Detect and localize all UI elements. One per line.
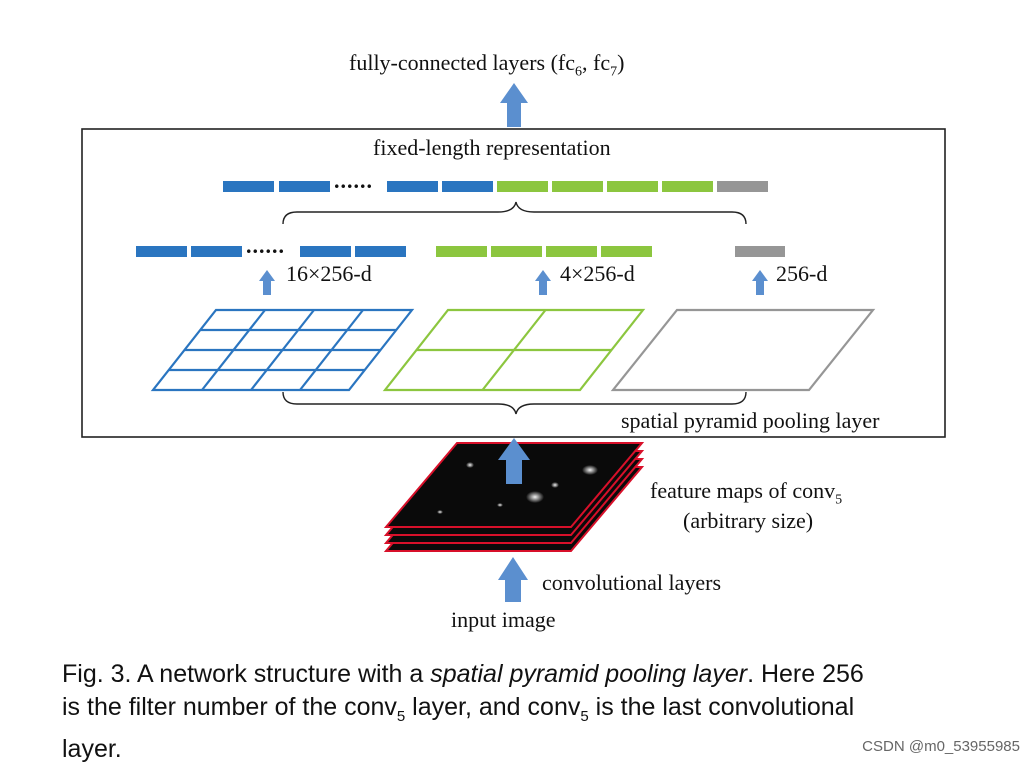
- conv-layers-label: convolutional layers: [542, 570, 722, 595]
- arrow-1-icon: [752, 270, 768, 295]
- spp-box: [81, 128, 946, 438]
- arrow-16-icon: [259, 270, 275, 295]
- level-1-bar: [735, 246, 785, 257]
- feature-maps-label: feature maps of conv5: [650, 478, 843, 508]
- caption-line-1: Fig. 3. A network structure with a spati…: [62, 660, 864, 688]
- arbitrary-size-label: (arbitrary size): [683, 508, 814, 533]
- level-1-label: 256-d: [776, 261, 828, 286]
- input-image-label: input image: [451, 607, 556, 632]
- fc-layers-label: fully-connected layers (fc6, fc7): [349, 50, 625, 80]
- level-16-bar: [136, 246, 406, 257]
- grid-4x4: [150, 308, 415, 392]
- upper-brace: [282, 201, 747, 225]
- arrow-4-icon: [535, 270, 551, 295]
- spp-layer-label: spatial pyramid pooling layer: [621, 408, 880, 433]
- feature-maps-stack: [383, 442, 645, 552]
- grid-2x2: [382, 308, 646, 392]
- arrow-to-fc-icon: [500, 83, 528, 127]
- level-16-dots: ......: [246, 233, 285, 258]
- arrow-feature-to-spp-icon: [498, 438, 530, 484]
- grid-1x1: [610, 308, 876, 392]
- arrow-input-to-conv-icon: [498, 557, 528, 602]
- figure-caption: Fig. 3. A network structure with a spati…: [62, 658, 982, 766]
- caption-line-3: layer.: [62, 735, 122, 763]
- fixed-length-label: fixed-length representation: [373, 135, 611, 160]
- lower-brace: [282, 391, 747, 415]
- fixed-length-bar: [223, 181, 768, 192]
- level-4-bar: [436, 246, 652, 257]
- caption-line-2: is the filter number of the conv5 layer,…: [62, 693, 855, 725]
- fixed-bar-dots: ......: [334, 168, 373, 193]
- watermark: CSDN @m0_53955985: [862, 738, 1020, 755]
- level-4-label: 4×256-d: [560, 261, 635, 286]
- level-16-label: 16×256-d: [286, 261, 372, 286]
